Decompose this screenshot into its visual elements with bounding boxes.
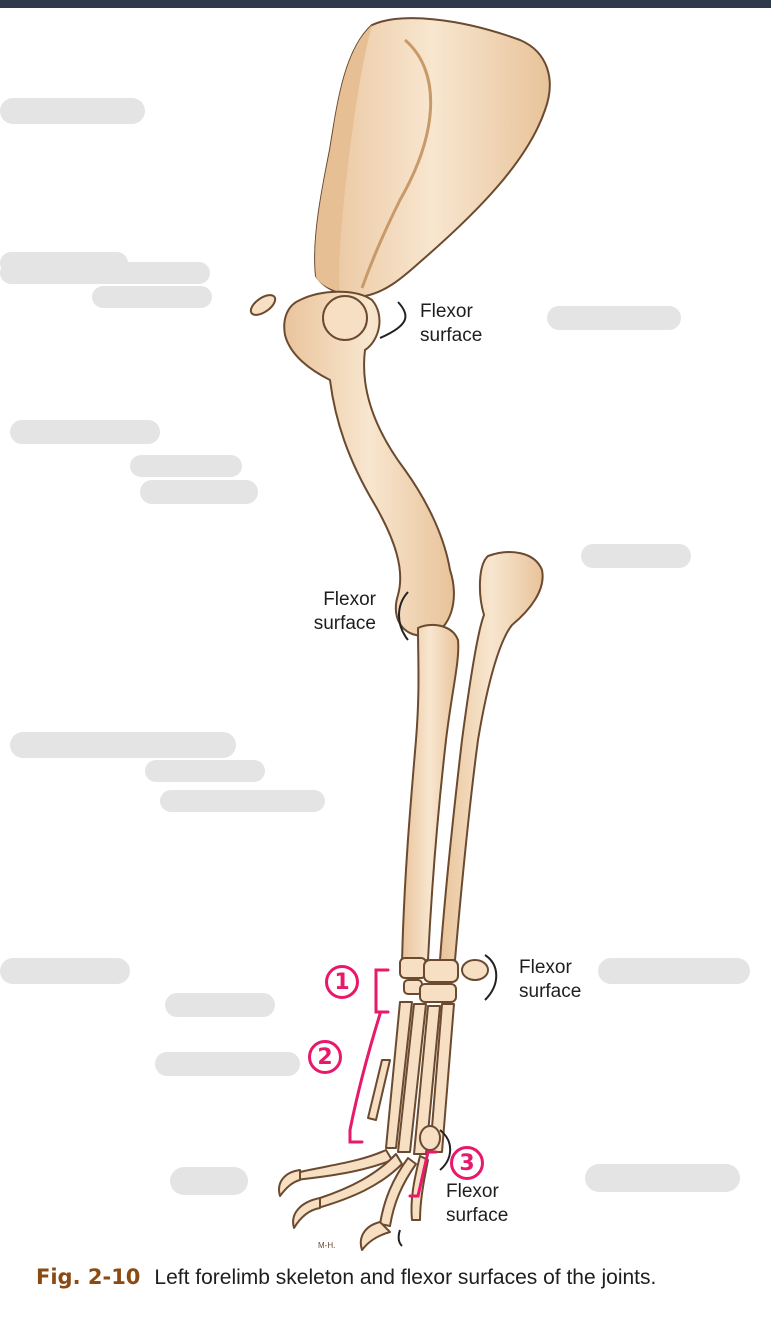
flexor-label-elbow: Flexor surface xyxy=(298,588,376,636)
metacarpal-bone xyxy=(429,1003,455,1153)
metacarpal-bone xyxy=(413,1005,441,1155)
claw xyxy=(292,1197,321,1229)
scapula-spine xyxy=(360,38,433,289)
phalanges xyxy=(278,1149,429,1251)
bracket-carpus xyxy=(374,968,390,1014)
flexor-label-line: Flexor xyxy=(446,1181,499,1202)
flexor-label-line: Flexor xyxy=(323,589,376,610)
metacarpal-bone xyxy=(385,1001,413,1149)
metacarpal-bones xyxy=(367,1001,455,1155)
figure-number: Fig. 2-10 xyxy=(36,1265,141,1289)
flexor-label-line: Flexor xyxy=(519,957,572,978)
redacted-label xyxy=(130,455,242,477)
redacted-labels xyxy=(0,98,750,1195)
accessory-carpal xyxy=(461,959,489,981)
sesamoid-bone xyxy=(419,1125,441,1151)
redacted-label xyxy=(581,544,691,568)
artist-signature: M-H. xyxy=(318,1241,335,1250)
redacted-label xyxy=(547,306,681,330)
humerus-head xyxy=(322,295,368,341)
forelimb-diagram: M-H. xyxy=(0,17,750,1251)
flexor-label-digit: Flexor surface xyxy=(446,1180,508,1228)
annotation-3: 3 xyxy=(450,1146,484,1180)
carpal-bone xyxy=(399,957,427,979)
claw xyxy=(359,1221,391,1251)
claw xyxy=(278,1169,301,1197)
annotation-marks xyxy=(348,968,438,1198)
redacted-label xyxy=(0,958,130,984)
flexor-arrow xyxy=(379,301,407,339)
redacted-label xyxy=(165,993,275,1017)
annotation-2: 2 xyxy=(308,1040,342,1074)
bracket-metacarpus xyxy=(348,1012,382,1144)
flexor-arrow xyxy=(484,954,498,1001)
flexor-label-shoulder: Flexor surface xyxy=(420,300,482,348)
redacted-label xyxy=(155,1052,300,1076)
redacted-label xyxy=(585,1164,740,1192)
redacted-label xyxy=(140,480,258,504)
bones xyxy=(249,17,551,1251)
flexor-label-line: surface xyxy=(519,981,582,1002)
redacted-label xyxy=(0,98,145,124)
figure-caption: Fig. 2-10 Left forelimb skeleton and flex… xyxy=(36,1264,736,1291)
carpal-bone xyxy=(419,983,457,1003)
flexor-arrows xyxy=(379,301,498,1247)
metacarpal-bone xyxy=(397,1003,427,1153)
flexor-label-line: surface xyxy=(446,1205,509,1226)
flexor-arrow xyxy=(397,1229,403,1247)
flexor-arrow xyxy=(439,1129,452,1171)
redacted-label xyxy=(10,420,160,444)
redacted-label xyxy=(170,1167,248,1195)
caption-text: Left forelimb skeleton and flexor surfac… xyxy=(154,1266,657,1289)
radius-bone xyxy=(401,623,460,963)
carpal-bones xyxy=(399,957,489,1003)
bracket-digit xyxy=(408,1150,438,1198)
flexor-label-carpus: Flexor surface xyxy=(519,956,581,1004)
phalanx xyxy=(379,1157,417,1227)
flexor-label-line: surface xyxy=(420,325,483,346)
dewclaw-bone xyxy=(367,1059,391,1121)
flexor-arrow xyxy=(398,591,409,641)
flexor-label-line: Flexor xyxy=(420,301,473,322)
redacted-label xyxy=(0,262,210,284)
carpal-bone xyxy=(423,959,459,983)
redacted-label xyxy=(160,790,325,812)
flexor-label-line: surface xyxy=(313,613,376,634)
scapula-shadow xyxy=(315,25,372,292)
ulna-bone xyxy=(439,551,544,961)
redacted-label xyxy=(598,958,750,984)
annotation-1: 1 xyxy=(325,965,359,999)
redacted-label xyxy=(10,732,236,758)
redacted-label xyxy=(92,286,212,308)
shoulder-sesamoid xyxy=(249,294,277,316)
top-bar xyxy=(0,0,771,8)
redacted-label xyxy=(145,760,265,782)
